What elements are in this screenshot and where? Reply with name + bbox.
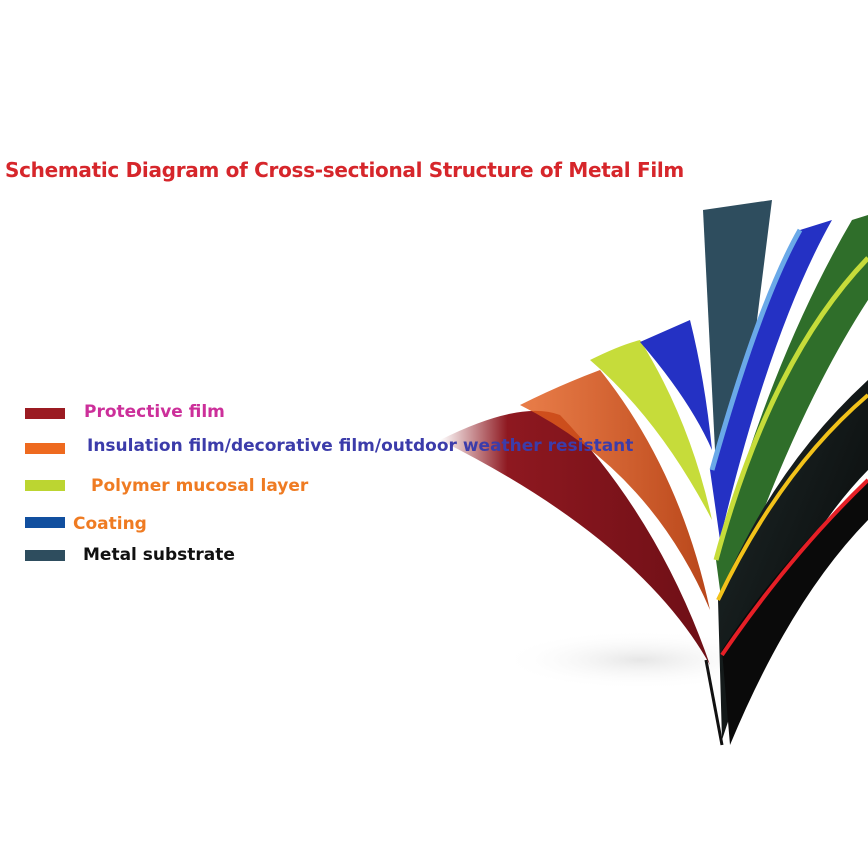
page-title: Schematic Diagram of Cross-sectional Str… (5, 158, 684, 182)
blue-ribbon-shape (710, 220, 832, 540)
substrate-layer-shape (703, 200, 772, 470)
insulation-layer-shape (520, 370, 710, 610)
legend-swatch (25, 517, 65, 528)
legend-label: Coating (73, 514, 147, 534)
legend-label: Insulation film/decorative film/outdoor … (87, 436, 634, 456)
protective-layer-shape (440, 410, 710, 665)
legend-label: Polymer mucosal layer (91, 476, 309, 496)
base-stem (704, 659, 724, 746)
coating-layer-shape (640, 320, 712, 450)
green-ribbon-edge (713, 256, 868, 561)
legend-label: Metal substrate (83, 545, 235, 565)
legend-label: Protective film (84, 402, 225, 422)
legend-swatch (25, 443, 65, 454)
green-ribbon-shape (716, 215, 868, 620)
dark-ribbon-edge (716, 393, 868, 601)
polymer-layer-shape (590, 340, 712, 520)
legend-swatch (25, 480, 65, 491)
legend-swatch (25, 408, 65, 419)
blue-ribbon-edge (709, 228, 803, 471)
black-front-shape (722, 480, 868, 745)
legend-swatch (25, 550, 65, 561)
red-front-edge (720, 478, 868, 657)
